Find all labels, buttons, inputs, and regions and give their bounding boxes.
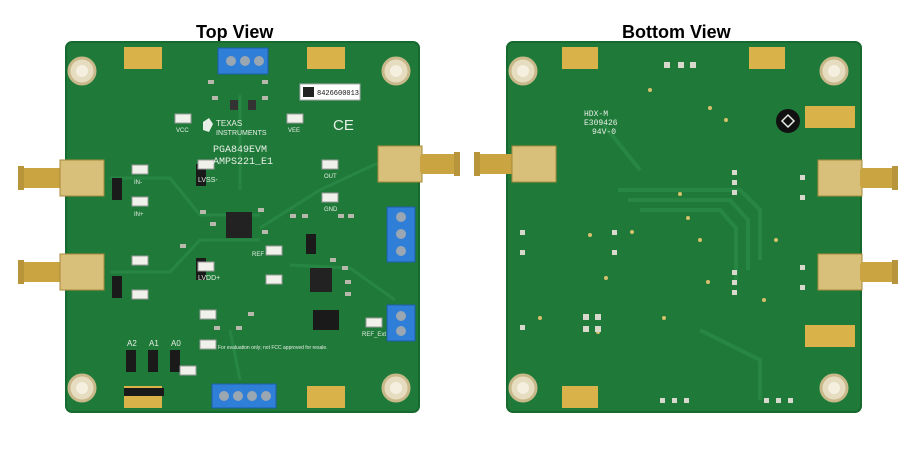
label-ref-ext: REF_Ext xyxy=(362,332,386,338)
brand-line1: TEXAS xyxy=(216,119,242,128)
bottom-pcb xyxy=(506,41,862,413)
bottom-sma-connectors xyxy=(474,145,898,291)
recycling-mark-glyph xyxy=(780,113,796,129)
label-a2: A2 xyxy=(127,339,137,348)
top-view-title: Top View xyxy=(196,22,274,42)
label-vee: VEE xyxy=(288,128,300,134)
label-out: OUT xyxy=(324,174,337,180)
qr-code-icon xyxy=(303,87,314,97)
top-sma-connectors xyxy=(18,145,460,291)
bottom-vias xyxy=(538,88,778,334)
label-vcc: VCC xyxy=(176,128,189,134)
label-in-plus: IN+ xyxy=(134,212,144,218)
brand-line2: INSTRUMENTS xyxy=(216,130,267,137)
label-a1: A1 xyxy=(149,339,159,348)
top-smd-components xyxy=(180,80,354,330)
bottom-gold-pads xyxy=(562,47,855,408)
top-terminal-blocks xyxy=(211,47,416,409)
fcc-notice: For evaluation only; not FCC approved fo… xyxy=(218,345,328,351)
ce-mark: CE xyxy=(333,117,354,134)
label-lvss: LVSS- xyxy=(198,177,218,184)
label-ref: REF xyxy=(252,252,264,258)
label-a0: A0 xyxy=(171,339,181,348)
label-lvdd: LVDD+ xyxy=(198,275,220,282)
bottom-mounting-holes xyxy=(508,56,849,403)
board-code: AMPS221_E1 xyxy=(213,157,273,168)
label-in-minus: IN- xyxy=(134,180,142,186)
top-test-points xyxy=(131,113,383,376)
bottom-marking3: 94V-0 xyxy=(592,128,616,137)
top-mounting-holes xyxy=(67,56,411,403)
serial-sticker xyxy=(299,83,361,101)
bottom-pad-arrays xyxy=(520,62,805,403)
top-silkscreen: TEXAS INSTRUMENTS PGA849EVM AMPS221_E1 C… xyxy=(127,117,386,351)
serial-label: 8426600013 xyxy=(317,90,359,98)
bottom-marking1: HDX-M xyxy=(584,110,608,119)
bottom-silkscreen: HDX-M E309426 94V-0 xyxy=(584,110,618,137)
recycling-logo-icon xyxy=(776,109,800,133)
label-gnd: GND xyxy=(324,207,338,213)
bottom-marking2: E309426 xyxy=(584,119,618,128)
ti-logo-icon xyxy=(203,118,213,132)
board-name: PGA849EVM xyxy=(213,145,267,156)
bottom-view-title: Bottom View xyxy=(622,22,731,42)
